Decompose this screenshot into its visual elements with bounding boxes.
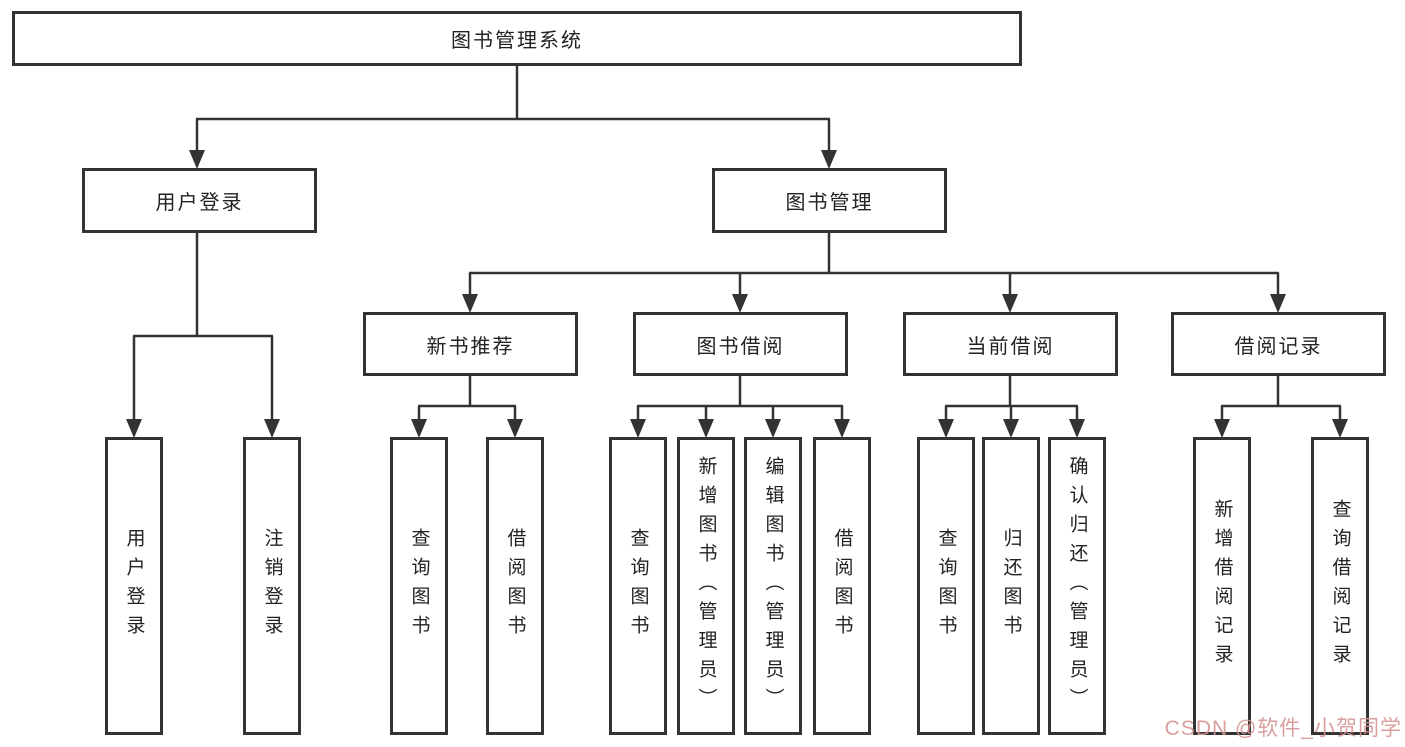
arrowhead (765, 419, 781, 438)
arrowhead (126, 419, 142, 438)
arrowhead (1332, 419, 1348, 438)
leaf-logout: 注销登录 (243, 437, 301, 735)
node-library-management-system: 图书管理系统 (12, 11, 1022, 66)
leaf-label: 借阅图书 (504, 528, 526, 644)
node-label: 图书管理 (785, 192, 874, 214)
leaf-current-query-books: 查询图书 (917, 437, 975, 735)
leaf-label: 新增借阅记录 (1211, 499, 1233, 673)
leaf-label: 新增图书（管理员） (695, 455, 717, 717)
leaf-user-login: 用户登录 (105, 437, 163, 735)
leaf-label: 查询图书 (627, 528, 649, 644)
node-new-book-recommend: 新书推荐 (363, 312, 578, 376)
node-label: 用户登录 (155, 192, 244, 214)
arrowhead (411, 419, 427, 438)
arrowhead (834, 419, 850, 438)
node-label: 图书管理系统 (451, 30, 583, 52)
arrowhead (630, 419, 646, 438)
leaf-current-confirm-return-admin: 确认归还（管理员） (1048, 437, 1106, 735)
node-book-management: 图书管理 (712, 168, 947, 233)
arrowhead (462, 294, 478, 313)
leaf-recommend-borrow-books: 借阅图书 (486, 437, 544, 735)
leaf-current-return-books: 归还图书 (982, 437, 1040, 735)
node-label: 当前借阅 (966, 335, 1055, 358)
csdn-watermark: CSDN @软件_小贺同学 (1164, 717, 1402, 740)
leaf-borrow-query-books: 查询图书 (609, 437, 667, 735)
arrowhead (1214, 419, 1230, 438)
leaf-label: 确认归还（管理员） (1066, 455, 1088, 717)
node-label: 图书借阅 (696, 335, 785, 358)
arrowhead (1003, 419, 1019, 438)
leaf-label: 归还图书 (1000, 528, 1022, 644)
arrowhead (1270, 294, 1286, 313)
leaf-label: 借阅图书 (831, 528, 853, 644)
node-user-login: 用户登录 (82, 168, 317, 233)
leaf-borrow-edit-books-admin: 编辑图书（管理员） (744, 437, 802, 735)
leaf-label: 用户登录 (123, 528, 145, 644)
arrowhead (189, 150, 205, 169)
arrowhead (698, 419, 714, 438)
node-book-borrow: 图书借阅 (633, 312, 848, 376)
leaf-records-add-record: 新增借阅记录 (1193, 437, 1251, 735)
arrowhead (732, 294, 748, 313)
arrowhead (1002, 294, 1018, 313)
node-current-borrow: 当前借阅 (903, 312, 1118, 376)
node-label: 借阅记录 (1234, 335, 1323, 358)
leaf-recommend-query-books: 查询图书 (390, 437, 448, 735)
arrowhead (938, 419, 954, 438)
node-borrow-records: 借阅记录 (1171, 312, 1386, 376)
leaf-label: 编辑图书（管理员） (762, 455, 784, 717)
arrowhead (1069, 419, 1085, 438)
leaf-label: 查询图书 (408, 528, 430, 644)
arrowhead (264, 419, 280, 438)
leaf-label: 查询图书 (935, 528, 957, 644)
leaf-borrow-add-books-admin: 新增图书（管理员） (677, 437, 735, 735)
leaf-records-query-record: 查询借阅记录 (1311, 437, 1369, 735)
leaf-label: 注销登录 (261, 528, 283, 644)
leaf-borrow-borrow-books: 借阅图书 (813, 437, 871, 735)
leaf-label: 查询借阅记录 (1329, 499, 1351, 673)
node-label: 新书推荐 (426, 335, 515, 358)
arrowhead (507, 419, 523, 438)
arrowhead (821, 150, 837, 169)
